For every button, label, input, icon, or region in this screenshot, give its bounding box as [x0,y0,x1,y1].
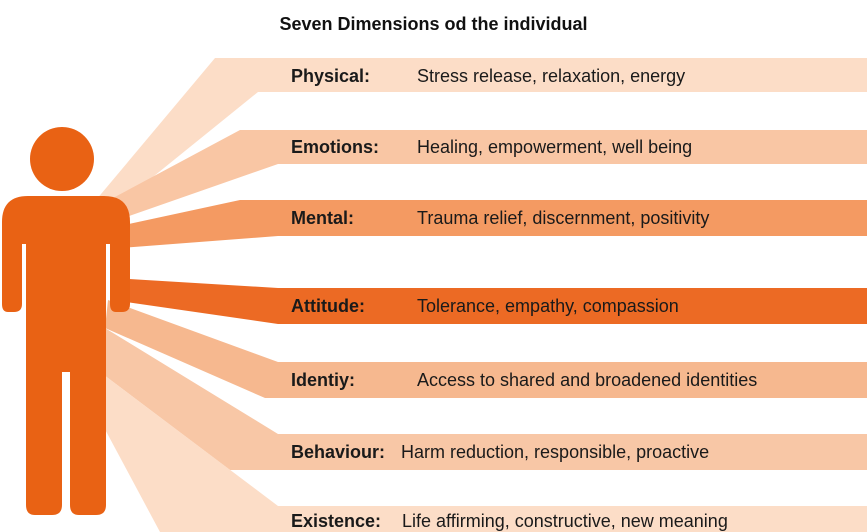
dimension-attitude: Attitude: Tolerance, empathy, compassion [291,288,867,324]
dimension-description: Stress release, relaxation, energy [417,66,686,86]
dimension-label: Behaviour: [291,442,386,462]
dimension-description: Trauma relief, discernment, positivity [417,208,710,228]
dimension-physical: Physical: Stress release, relaxation, en… [291,58,867,94]
diagram-title: Seven Dimensions od the individual [279,14,588,34]
dimension-description: Access to shared and broadened identitie… [417,370,758,390]
dimension-label: Identiy: [291,370,356,390]
dimension-label: Existence: [291,511,382,531]
dimension-description: Healing, empowerment, well being [417,137,693,157]
band-physical [96,58,867,210]
dimension-description: Harm reduction, responsible, proactive [401,442,710,462]
dimension-behaviour: Behaviour: Harm reduction, responsible, … [291,434,867,470]
dimension-emotions: Emotions: Healing, empowerment, well bei… [291,129,867,165]
dimension-description: Tolerance, empathy, compassion [417,296,679,316]
dimension-identity: Identiy: Access to shared and broadened … [291,362,867,398]
dimension-label: Emotions: [291,137,379,157]
band-attitude [112,278,867,324]
band-identity [105,300,867,398]
band-behaviour [100,325,867,470]
dimension-existence: Existence: Life affirming, constructive,… [291,503,867,532]
dimension-label: Mental: [291,208,354,228]
band-emotions [100,130,867,222]
band-mental [110,200,867,248]
dimension-mental: Mental: Trauma relief, discernment, posi… [291,200,867,236]
dimension-label: Attitude: [291,296,365,316]
band-existence [100,372,867,532]
dimension-label: Physical: [291,66,371,86]
dimension-description: Life affirming, constructive, new meanin… [402,511,728,531]
person-icon [2,127,130,515]
